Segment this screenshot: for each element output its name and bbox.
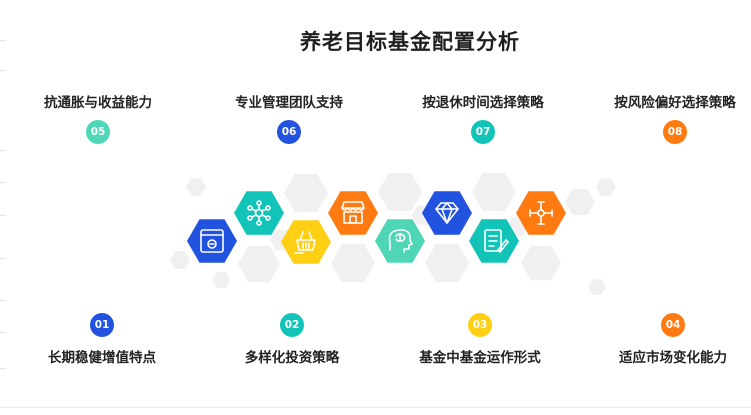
- feature-01: 01 长期稳健增值特点: [17, 313, 187, 366]
- edge-tick: [0, 215, 6, 216]
- grey-hexagon: [186, 178, 206, 196]
- grey-hexagon: [212, 272, 230, 288]
- feature-05: 抗通胀与收益能力 05: [13, 91, 183, 144]
- number-badge: 02: [280, 313, 304, 337]
- number-badge: 01: [90, 313, 114, 337]
- number-badge: 04: [661, 313, 685, 337]
- feature-label: 按退休时间选择策略: [422, 95, 544, 111]
- grey-hexagon: [425, 243, 469, 283]
- feature-label: 长期稳健增值特点: [48, 350, 156, 366]
- feature-03: 03 基金中基金运作形式: [395, 313, 565, 366]
- number-badge: 08: [663, 120, 687, 144]
- storefront-icon: [341, 201, 365, 224]
- feature-06: 专业管理团队支持 06: [204, 91, 374, 144]
- edge-tick: [0, 182, 6, 183]
- edge-tick: [0, 40, 6, 41]
- feature-08: 按风险偏好选择策略 08: [590, 91, 751, 144]
- icon-hexagon: [328, 191, 378, 235]
- edge-tick: [0, 150, 6, 151]
- grey-hexagon: [521, 245, 561, 281]
- grey-hexagon: [472, 172, 516, 212]
- feature-label: 按风险偏好选择策略: [614, 95, 736, 111]
- number-badge: 03: [468, 313, 492, 337]
- head-brain-icon: [388, 229, 413, 253]
- icon-hexagon: [422, 191, 472, 235]
- grey-hexagon: [565, 189, 595, 215]
- feature-07: 按退休时间选择策略 07: [398, 91, 568, 144]
- bottom-divider: [0, 407, 751, 408]
- grey-hexagon: [331, 243, 375, 283]
- feature-04: 04 适应市场变化能力: [588, 313, 751, 366]
- number-badge: 07: [471, 120, 495, 144]
- edge-tick: [0, 300, 6, 301]
- feature-label: 抗通胀与收益能力: [44, 95, 152, 111]
- grey-hexagon: [378, 172, 422, 212]
- feature-label: 多样化投资策略: [244, 350, 340, 366]
- move-cross-icon: [529, 201, 553, 225]
- number-badge: 06: [277, 120, 301, 144]
- grey-hexagon: [596, 178, 616, 196]
- hand-basket-icon: [294, 231, 316, 254]
- feature-label: 适应市场变化能力: [619, 350, 727, 366]
- edge-tick: [0, 368, 6, 369]
- icon-hexagon: [516, 191, 566, 235]
- feature-label: 基金中基金运作形式: [419, 350, 541, 366]
- edge-tick: [0, 70, 6, 71]
- icon-hexagon: [281, 220, 331, 264]
- feature-label: 专业管理团队支持: [235, 95, 343, 111]
- grey-hexagon: [284, 173, 328, 213]
- page-title: 养老目标基金配置分析: [300, 30, 520, 54]
- grey-hexagon: [238, 245, 280, 283]
- icon-hexagon: [234, 191, 284, 235]
- number-badge: 05: [86, 120, 110, 144]
- edge-tick: [0, 332, 6, 333]
- diamond-icon: [435, 202, 459, 224]
- grey-hexagon: [588, 279, 606, 295]
- feature-02: 02 多样化投资策略: [207, 313, 377, 366]
- network-nodes-icon: [247, 200, 271, 226]
- checklist-icon: [484, 229, 509, 253]
- tablet-screen-icon: [200, 229, 224, 253]
- edge-tick: [0, 258, 6, 259]
- icon-hexagon: [187, 219, 237, 263]
- grey-hexagon: [170, 251, 190, 269]
